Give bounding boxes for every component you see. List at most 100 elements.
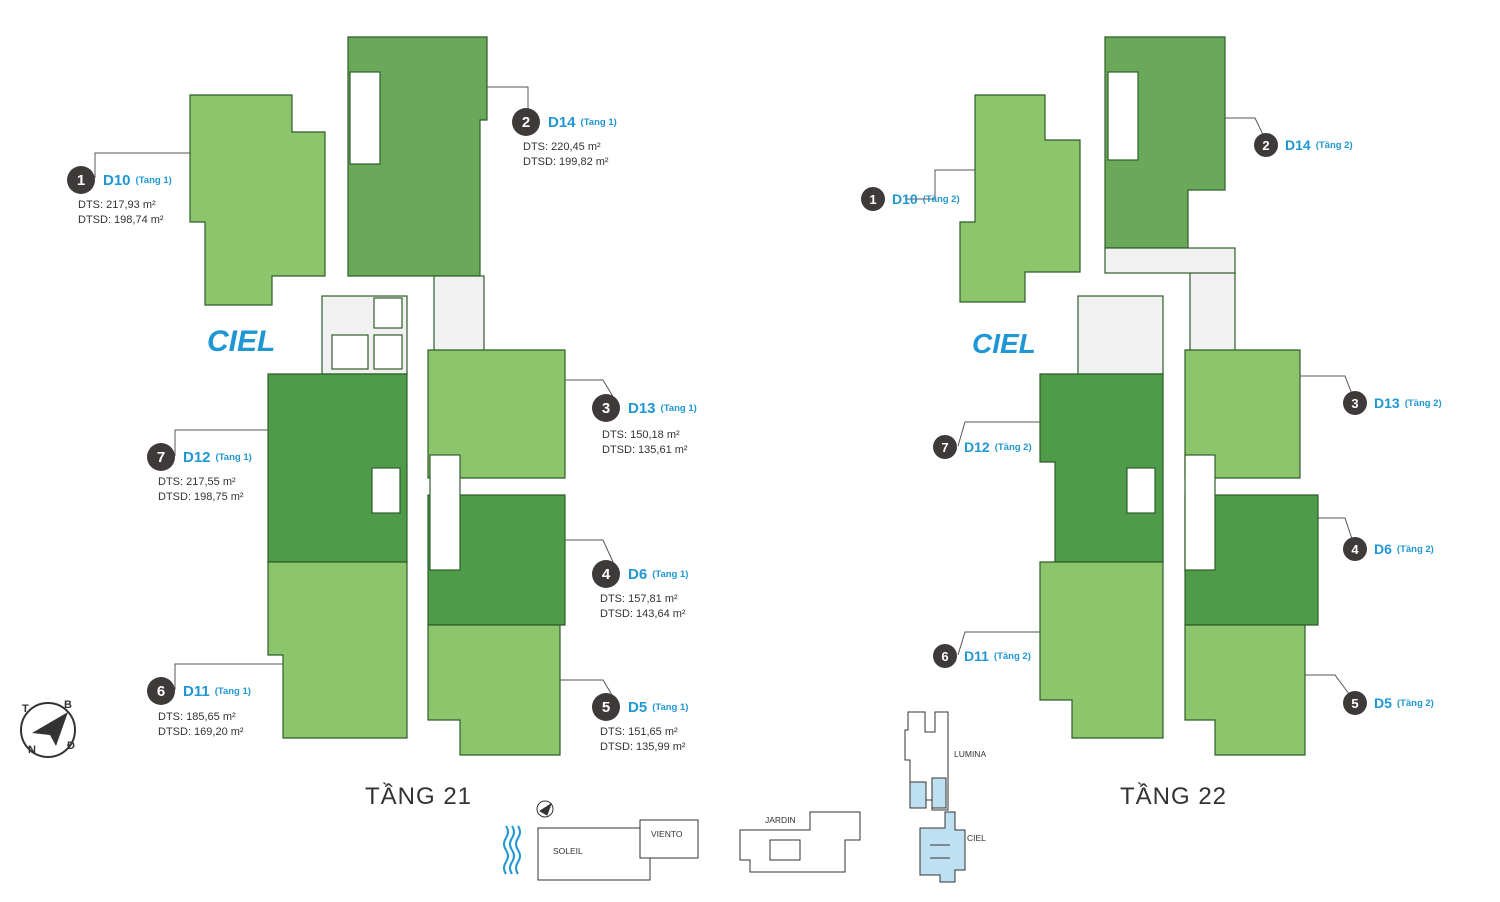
unit-area-d5: DTS: 151,65 m² DTSD: 135,99 m² <box>600 725 686 755</box>
unit-dtsd: DTSD: 135,99 m² <box>600 741 686 753</box>
unit-area-d14: DTS: 220,45 m² DTSD: 199,82 m² <box>523 140 609 170</box>
unit-number-badge: 2 <box>512 108 540 136</box>
unit-label-d14[interactable]: 2 D14 (Tang 1) <box>512 108 617 136</box>
unit-label-d12[interactable]: 7 D12 (Tang 1) <box>147 443 252 471</box>
unit-dtsd: DTSD: 169,20 m² <box>158 726 244 738</box>
unit-d10-shape-22 <box>959 94 1081 303</box>
compass-letter: B <box>64 699 72 711</box>
unit-floor: (Tầng 2) <box>993 650 1031 662</box>
water-waves <box>503 825 521 875</box>
site-label-soleil: SOLEIL <box>553 846 583 856</box>
compass-rose <box>20 702 76 758</box>
site-label-jardin: JARDIN <box>765 815 796 825</box>
building-soleil <box>537 819 699 881</box>
compass-letter: N <box>28 744 36 756</box>
unit-dts: DTS: 185,65 m² <box>158 711 236 723</box>
unit-dtsd: DTSD: 135,61 m² <box>602 444 688 456</box>
unit-number-badge: 1 <box>861 187 885 211</box>
unit-code: D12 <box>964 439 990 455</box>
unit-label-d11-22[interactable]: 6 D11 (Tầng 2) <box>933 644 1031 668</box>
floor-title-left: TẦNG 21 <box>365 783 473 810</box>
unit-number-badge: 3 <box>1343 391 1367 415</box>
unit-label-d12-22[interactable]: 7 D12 (Tầng 2) <box>933 435 1032 459</box>
unit-label-d10-22[interactable]: 1 D10 (Tầng 2) <box>861 187 960 211</box>
unit-label-d6[interactable]: 4 D6 (Tang 1) <box>592 560 688 588</box>
unit-code: D12 <box>183 448 211 466</box>
unit-area-d10: DTS: 217,93 m² DTSD: 198,74 m² <box>78 198 164 228</box>
site-label-lumina: LUMINA <box>954 749 987 759</box>
unit-area-d6: DTS: 157,81 m² DTSD: 143,64 m² <box>600 592 686 622</box>
unit-label-d5[interactable]: 5 D5 (Tang 1) <box>592 693 688 721</box>
unit-floor: (Tầng 2) <box>1315 139 1353 151</box>
unit-floor: (Tầng 2) <box>922 193 960 205</box>
unit-floor: (Tầng 2) <box>1396 697 1434 709</box>
floor-22-plan <box>959 36 1319 756</box>
unit-code: D11 <box>183 682 210 700</box>
unit-d5-shape-22 <box>1184 624 1306 756</box>
unit-dts: DTS: 150,18 m² <box>602 429 680 441</box>
unit-number-badge: 3 <box>592 394 620 422</box>
unit-label-d10[interactable]: 1 D10 (Tang 1) <box>67 166 172 194</box>
unit-floor: (Tang 1) <box>660 402 697 414</box>
floor-title-right: TẦNG 22 <box>1120 783 1228 810</box>
unit-dtsd: DTSD: 143,64 m² <box>600 608 686 620</box>
site-label-viento: VIENTO <box>651 829 683 839</box>
unit-code: D14 <box>548 113 576 131</box>
unit-number-badge: 6 <box>933 644 957 668</box>
unit-code: D11 <box>964 648 989 664</box>
floor-21-plan <box>189 36 566 756</box>
compass-letter: T <box>22 703 29 715</box>
unit-label-d5-22[interactable]: 5 D5 (Tầng 2) <box>1343 691 1434 715</box>
unit-dts: DTS: 220,45 m² <box>523 141 601 153</box>
unit-d10-shape <box>189 94 326 306</box>
unit-label-d13[interactable]: 3 D13 (Tang 1) <box>592 394 697 422</box>
unit-number-badge: 4 <box>592 560 620 588</box>
unit-number-badge: 4 <box>1343 537 1367 561</box>
unit-d13-shape <box>427 349 566 479</box>
unit-code: D10 <box>103 171 131 189</box>
unit-d11-shape-22 <box>1039 561 1164 739</box>
unit-area-d12: DTS: 217,55 m² DTSD: 198,75 m² <box>158 475 244 505</box>
unit-d14-shape <box>347 36 488 277</box>
unit-label-d13-22[interactable]: 3 D13 (Tầng 2) <box>1343 391 1442 415</box>
unit-dts: DTS: 217,93 m² <box>78 199 156 211</box>
unit-area-d13: DTS: 150,18 m² DTSD: 135,61 m² <box>602 428 688 458</box>
building-name-left: CIEL <box>207 325 276 358</box>
unit-dtsd: DTSD: 199,82 m² <box>523 156 609 168</box>
unit-code: D14 <box>1285 137 1311 153</box>
core-right-1 <box>1077 295 1164 375</box>
unit-code: D5 <box>1374 695 1392 711</box>
unit-code: D5 <box>628 698 648 716</box>
unit-floor: (Tầng 2) <box>1404 397 1442 409</box>
unit-dts: DTS: 217,55 m² <box>158 476 236 488</box>
unit-number-badge: 6 <box>147 677 175 705</box>
unit-number-badge: 5 <box>1343 691 1367 715</box>
unit-floor: (Tang 1) <box>652 568 689 580</box>
unit-number-badge: 7 <box>147 443 175 471</box>
unit-floor: (Tang 1) <box>580 116 617 128</box>
unit-d13-shape-22 <box>1184 349 1301 479</box>
unit-label-d14-22[interactable]: 2 D14 (Tầng 2) <box>1254 133 1353 157</box>
unit-number-badge: 5 <box>592 693 620 721</box>
site-label-ciel: CIEL <box>967 833 986 843</box>
unit-number-badge: 2 <box>1254 133 1278 157</box>
unit-code: D13 <box>1374 395 1400 411</box>
unit-dtsd: DTSD: 198,75 m² <box>158 491 244 503</box>
unit-code: D10 <box>892 191 918 207</box>
unit-area-d11: DTS: 185,65 m² DTSD: 169,20 m² <box>158 710 244 740</box>
unit-floor: (Tang 1) <box>652 701 689 713</box>
unit-dts: DTS: 151,65 m² <box>600 726 678 738</box>
unit-floor: (Tầng 2) <box>994 441 1032 453</box>
compass-letter: Đ <box>67 740 75 752</box>
building-name-right: CIEL <box>972 328 1036 359</box>
site-map <box>503 711 966 883</box>
unit-label-d6-22[interactable]: 4 D6 (Tầng 2) <box>1343 537 1434 561</box>
unit-d11-shape <box>267 561 408 739</box>
unit-d6-shape-22 <box>1184 494 1319 626</box>
unit-label-d11[interactable]: 6 D11 (Tang 1) <box>147 677 251 705</box>
unit-d5-shape <box>427 624 561 756</box>
unit-dtsd: DTSD: 198,74 m² <box>78 214 164 226</box>
unit-floor: (Tang 1) <box>214 685 251 697</box>
unit-floor: (Tang 1) <box>135 174 172 186</box>
